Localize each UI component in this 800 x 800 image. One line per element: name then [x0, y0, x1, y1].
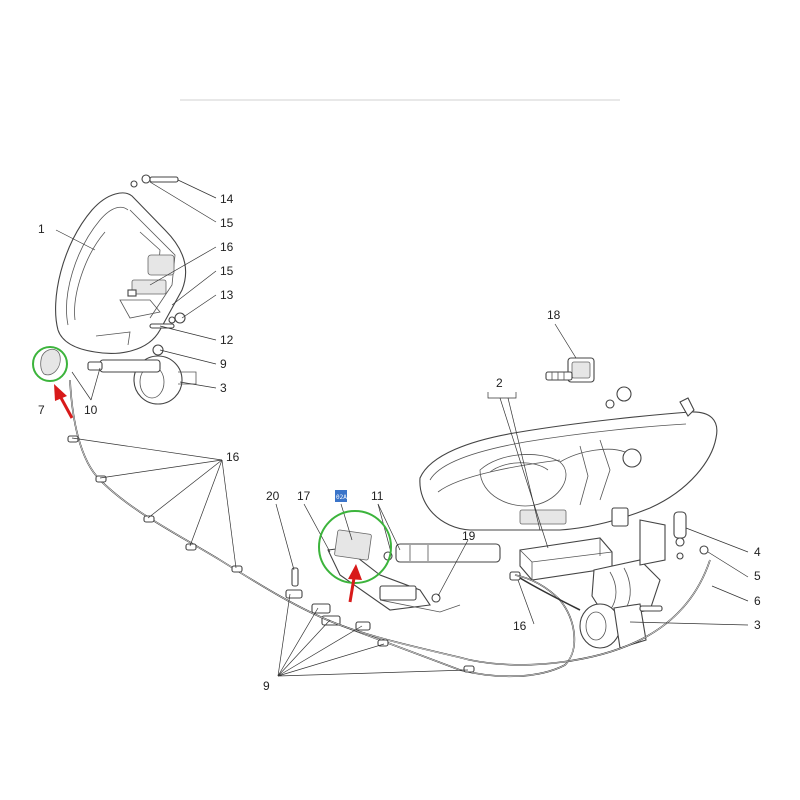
left-washer-pump [87, 355, 197, 405]
reference-tag-text: 02A [336, 494, 347, 501]
leader-lines [55, 179, 749, 677]
callout-10: 10 [84, 403, 98, 417]
callout-16a: 16 [220, 240, 234, 254]
callout-18: 18 [547, 308, 561, 322]
callout-20: 20 [266, 489, 280, 503]
callout-16c: 16 [513, 619, 527, 633]
washer-hose-network [67, 379, 711, 678]
callout-1: 1 [38, 222, 45, 236]
callout-4: 4 [754, 545, 761, 559]
right-brackets [591, 519, 666, 619]
callout-12: 12 [220, 333, 234, 347]
callout-labels: 1 14 15 16 15 13 12 9 3 7 10 16 20 17 11… [38, 192, 761, 693]
red-arrow-left [54, 384, 74, 419]
left-fasteners [127, 174, 186, 356]
callout-7: 7 [38, 403, 45, 417]
right-washer-pump [579, 603, 663, 649]
callout-17: 17 [297, 489, 311, 503]
callout-5: 5 [754, 569, 761, 583]
callout-6: 6 [754, 594, 761, 608]
callout-16b: 16 [226, 450, 240, 464]
center-nozzle-assembly [327, 529, 501, 613]
left-nozzle-cap [40, 348, 61, 376]
left-headlamp-assembly [55, 192, 187, 354]
callout-15b: 15 [220, 264, 234, 278]
callout-2: 2 [496, 376, 503, 390]
leveling-key [545, 357, 595, 383]
right-headlamp-assembly [419, 386, 718, 531]
callout-11: 11 [371, 489, 384, 503]
callout-9a: 9 [220, 357, 227, 371]
callout-19: 19 [462, 529, 476, 543]
reference-tag: 02A [335, 490, 347, 502]
callout-3b: 3 [754, 618, 761, 632]
callout-3a: 3 [220, 381, 227, 395]
highlight-circle-center [318, 510, 392, 584]
callout-15a: 15 [220, 216, 234, 230]
red-arrow-center [348, 564, 362, 603]
highlight-circle-left [32, 346, 68, 382]
callout-13: 13 [220, 288, 234, 302]
callout-14: 14 [220, 192, 234, 206]
right-fittings [673, 511, 709, 560]
callout-9b: 9 [263, 679, 270, 693]
